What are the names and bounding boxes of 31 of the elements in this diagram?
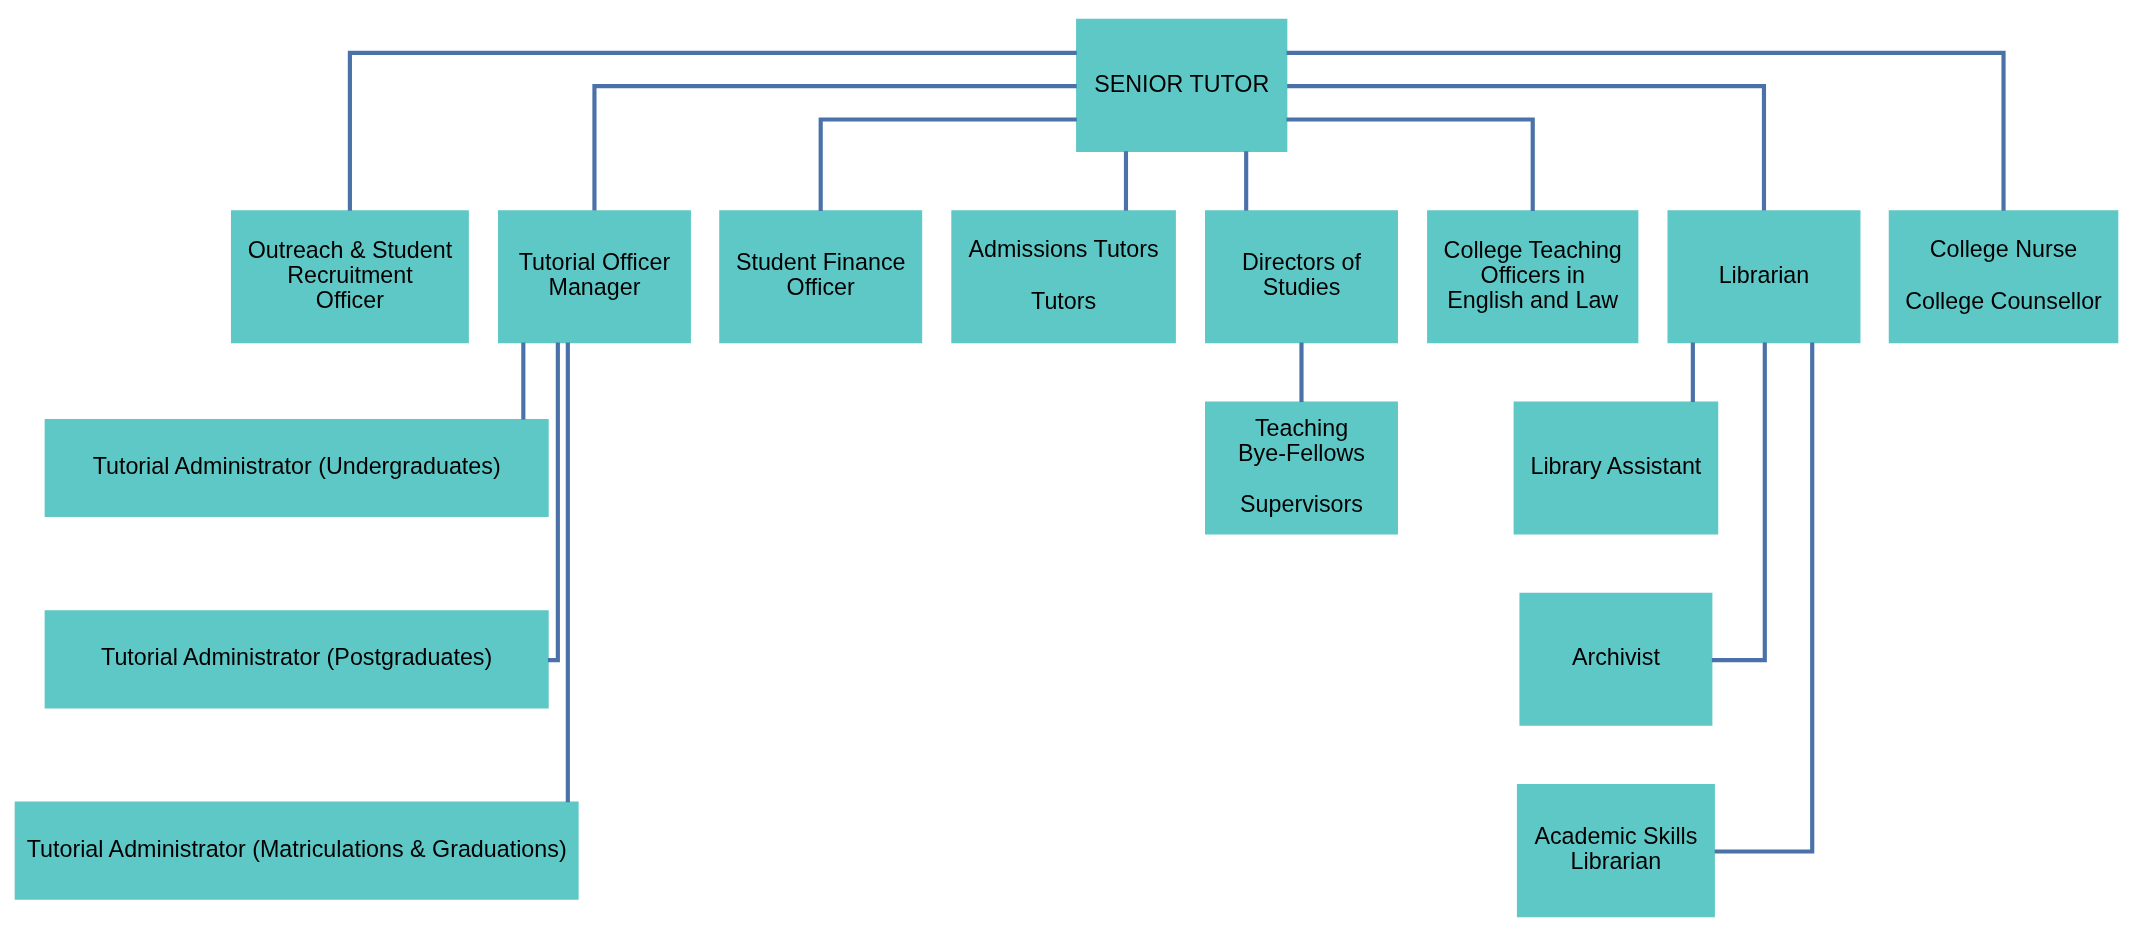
connector	[347, 50, 1077, 211]
connector	[565, 342, 570, 802]
connector	[1287, 83, 1767, 211]
node-box: Teaching Bye-Fellows Supervisors	[1205, 400, 1398, 535]
connector	[1286, 116, 1535, 211]
node-box: Tutorial Officer Manager	[497, 209, 691, 343]
node-box: Academic Skills Librarian	[1516, 783, 1715, 917]
node-box: SENIOR TUTOR	[1076, 18, 1288, 152]
node-box: Admissions Tutors Tutors	[951, 209, 1176, 343]
connector	[547, 342, 560, 662]
connector	[1123, 150, 1129, 211]
connector	[1711, 342, 1767, 662]
node-box: Librarian	[1667, 209, 1861, 343]
connector	[1244, 150, 1249, 211]
node-box: Directors of Studies	[1205, 209, 1398, 343]
node-box: College Teaching Officers in English and Law	[1427, 209, 1639, 343]
node-box: Tutorial Administrator (Undergraduates)	[44, 418, 549, 517]
connector	[1299, 342, 1304, 402]
node-box: Student Finance Officer	[719, 209, 923, 343]
node-box: Archivist	[1519, 592, 1713, 726]
node-box: Tutorial Administrator (Matriculations & Graduations)	[14, 801, 579, 900]
connector	[521, 342, 526, 420]
connector	[1690, 342, 1695, 402]
node-box: Tutorial Administrator (Postgraduates)	[44, 609, 549, 708]
connector	[1286, 50, 2006, 211]
connector	[1714, 342, 1815, 854]
connector	[592, 83, 1077, 211]
node-box: Outreach & Student Recruitment Officer	[230, 209, 469, 343]
node-box: Library Assistant	[1513, 400, 1719, 535]
connector	[818, 116, 1077, 211]
node-box: College Nurse College Counsellor	[1888, 209, 2119, 343]
